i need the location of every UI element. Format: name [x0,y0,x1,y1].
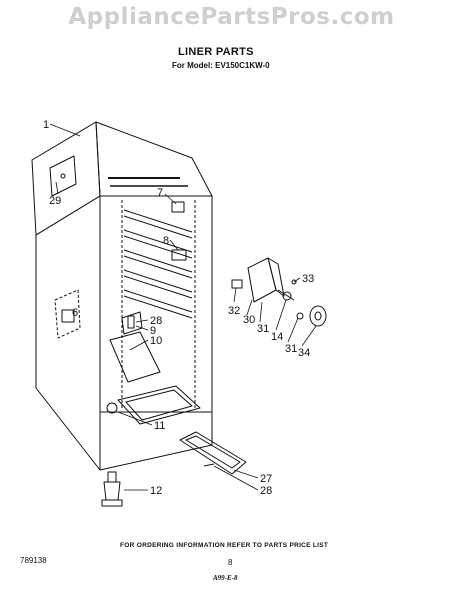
callout-6: 6 [72,307,78,319]
callout-29: 29 [49,195,61,207]
leader-lines [49,123,317,491]
callout-31-lower: 31 [285,343,297,355]
model-line: For Model: EV150C1KW-0 [172,61,270,70]
part-27-drain-channel [179,431,247,475]
callout-11: 11 [154,420,165,432]
callout-7: 7 [157,187,163,199]
callout-9: 9 [150,325,156,337]
part-29-plate [49,155,77,197]
callout-30: 30 [243,314,255,326]
part-11-trough [106,385,201,425]
callout-28-lower: 28 [260,485,272,497]
callout-28-upper: 28 [150,315,162,327]
callout-1: 1 [43,119,49,131]
callout-32: 32 [228,305,240,317]
callout-27: 27 [260,473,272,485]
page-number: 8 [228,558,233,567]
liner-cabinet [31,121,213,471]
part-6-bracket [54,289,81,339]
diagram-title: LINER PARTS [178,46,254,58]
callout-8: 8 [163,235,169,247]
part-9-clip [121,311,143,335]
callout-33: 33 [302,273,314,285]
watermark: AppliancePartsPros.com [68,4,395,30]
part-7-bracket [171,201,185,213]
control-housing [231,257,327,327]
document-number: 789138 [20,556,47,565]
callout-10: 10 [150,335,162,347]
part-10-duct [109,331,161,383]
callout-31-upper: 31 [257,323,269,335]
ordering-note: FOR ORDERING INFORMATION REFER TO PARTS … [120,542,329,549]
shelf-rails [123,209,193,319]
callout-14: 14 [271,331,283,343]
part-8-bracket [171,249,187,261]
revision-code: A99-E-8 [213,574,238,582]
callout-34: 34 [298,347,310,359]
callout-12: 12 [150,485,162,497]
part-12-leveling-leg [101,471,123,507]
